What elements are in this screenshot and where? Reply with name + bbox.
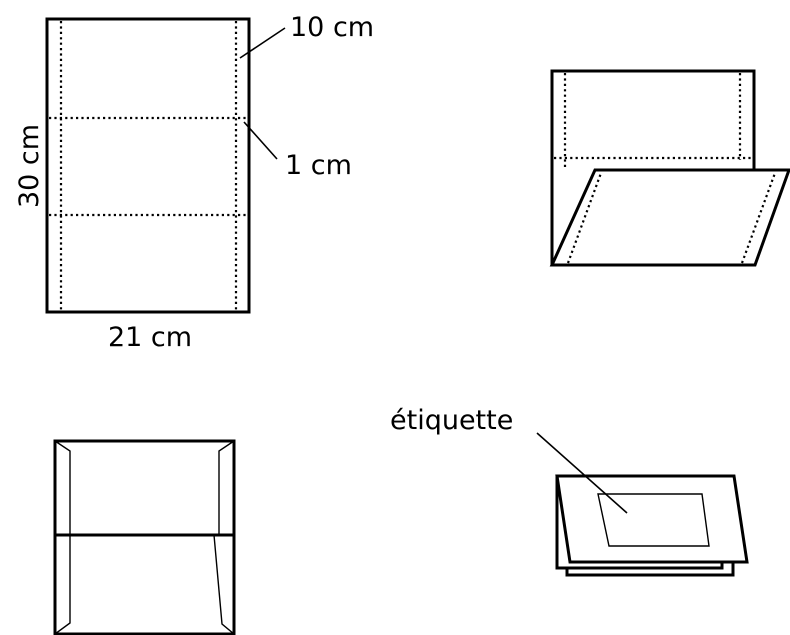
envelope-outline (53, 439, 236, 635)
height-label: 30 cm (14, 124, 45, 208)
left-bottom-side-flap (54, 534, 71, 635)
left-top-side-flap (54, 439, 71, 536)
step4-finished-envelope: étiquette (390, 405, 749, 577)
address-label-rect (597, 493, 710, 547)
side-margin-label: 1 cm (285, 150, 352, 181)
step1-flat-sheet: 10 cm 1 cm 30 cm 21 cm (14, 12, 374, 353)
margin-leader (243, 121, 278, 160)
label-tag-text: étiquette (390, 405, 513, 436)
sheet-outline (45, 17, 251, 314)
label-leader (536, 432, 628, 514)
top-fold-width-label: 10 cm (290, 12, 374, 43)
step3-folded-envelope (53, 439, 236, 635)
right-top-side-flap (218, 439, 235, 536)
right-tucked-flap (213, 534, 235, 635)
top-fold-leader (239, 27, 286, 59)
width-label: 21 cm (108, 322, 192, 353)
step2-folding-bottom (549, 69, 790, 267)
folding-flap (549, 168, 790, 267)
envelope-front-flap (555, 474, 749, 564)
